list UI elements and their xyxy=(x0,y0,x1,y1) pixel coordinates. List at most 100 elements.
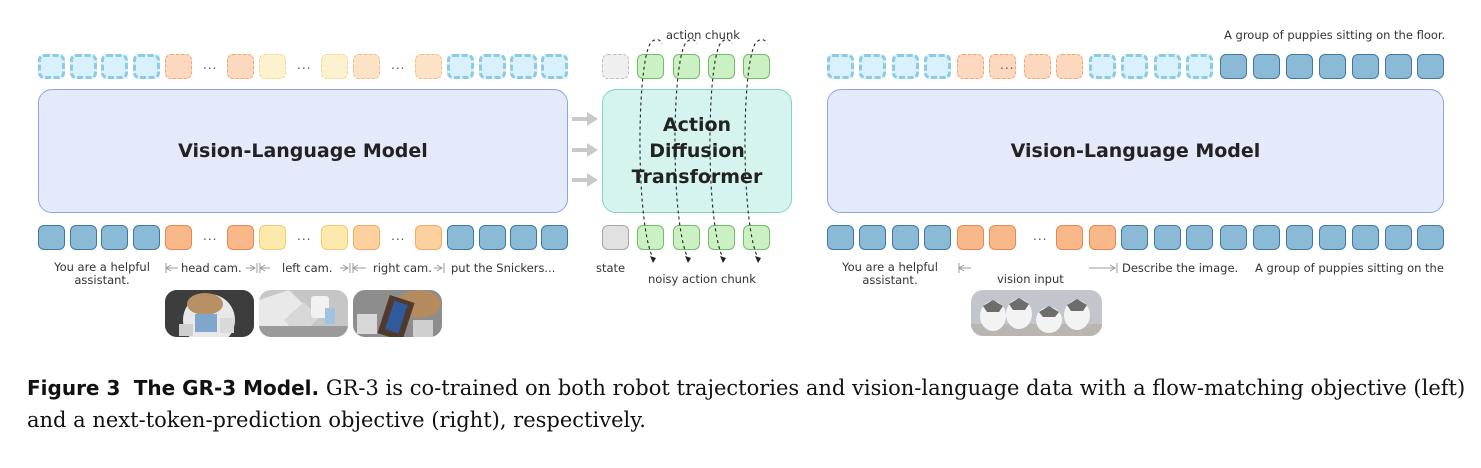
output-token xyxy=(1220,54,1247,79)
dashed-token xyxy=(957,54,984,79)
image-token xyxy=(165,225,192,250)
text-token xyxy=(510,225,537,250)
action-token xyxy=(743,54,770,79)
image-token xyxy=(321,225,348,250)
figure-title: The GR-3 Model. xyxy=(133,376,320,400)
dashed-token xyxy=(1089,54,1116,79)
action-token xyxy=(673,54,700,79)
output-token xyxy=(1385,54,1412,79)
head-camera-image xyxy=(165,290,254,337)
dashed-token xyxy=(101,54,128,79)
state-token xyxy=(602,225,629,250)
noisy-action-token xyxy=(708,225,735,250)
adt-label-line1: Action xyxy=(662,114,732,136)
ellipsis: ... xyxy=(203,58,218,72)
noisy-action-token xyxy=(743,225,770,250)
dashed-token xyxy=(1121,54,1148,79)
flow-loop-arrows xyxy=(639,38,768,263)
image-token xyxy=(415,225,442,250)
image-token xyxy=(989,225,1016,250)
text-token xyxy=(1154,225,1181,250)
text-token xyxy=(1286,225,1313,250)
dashed-token xyxy=(259,54,286,79)
image-token xyxy=(353,225,380,250)
dashed-token xyxy=(479,54,506,79)
ellipsis: ... xyxy=(1033,229,1048,243)
text-token xyxy=(1220,225,1247,250)
text-token xyxy=(70,225,97,250)
figure-caption: Figure 3 The GR-3 Model. GR-3 is co-trai… xyxy=(27,372,1467,436)
puppies-image xyxy=(971,290,1102,336)
ellipsis: ... xyxy=(391,58,406,72)
text-token xyxy=(892,225,919,250)
dashed-token xyxy=(892,54,919,79)
dashed-token xyxy=(924,54,951,79)
output-token xyxy=(1253,54,1280,79)
output-token xyxy=(1352,54,1379,79)
text-token xyxy=(479,225,506,250)
text-token xyxy=(133,225,160,250)
vlm-label: Vision-Language Model xyxy=(178,140,428,162)
output-token xyxy=(1286,54,1313,79)
left-cam-label: left cam. xyxy=(282,261,333,275)
ellipsis: ... xyxy=(297,58,312,72)
dashed-token xyxy=(165,54,192,79)
text-token xyxy=(541,225,568,250)
vision-input-label: vision input xyxy=(997,272,1064,286)
prompt-label: You are a helpful assistant. xyxy=(54,260,150,287)
action-token xyxy=(637,54,664,79)
text-token xyxy=(1319,225,1346,250)
dashed-token xyxy=(415,54,442,79)
text-token xyxy=(1121,225,1148,250)
dashed-token xyxy=(133,54,160,79)
dashed-token xyxy=(447,54,474,79)
text-token xyxy=(101,225,128,250)
dashed-token xyxy=(1186,54,1213,79)
image-token xyxy=(227,225,254,250)
noisy-action-token xyxy=(673,225,700,250)
adt-label-line2: Diffusion xyxy=(649,140,745,162)
action-token xyxy=(708,54,735,79)
vision-language-model-box: Vision-Language Model xyxy=(38,89,568,213)
output-token xyxy=(1417,54,1444,79)
text-token xyxy=(1352,225,1379,250)
dashed-token xyxy=(510,54,537,79)
text-token xyxy=(827,225,854,250)
text-token xyxy=(447,225,474,250)
noisy-action-chunk-label: noisy action chunk xyxy=(648,272,756,286)
noisy-action-token xyxy=(637,225,664,250)
feature-arrows xyxy=(572,112,598,187)
prompt-label: You are a helpful assistant. xyxy=(842,260,938,287)
head-cam-label: head cam. xyxy=(181,261,242,275)
dashed-token xyxy=(38,54,65,79)
vision-language-model-box: Vision-Language Model xyxy=(827,89,1444,213)
adt-label-line3: Transformer xyxy=(631,166,763,188)
dashed-token xyxy=(227,54,254,79)
dashed-token xyxy=(541,54,568,79)
dashed-token xyxy=(321,54,348,79)
dashed-token xyxy=(859,54,886,79)
image-token xyxy=(957,225,984,250)
caption-body: GR-3 is co-trained on both robot traject… xyxy=(27,376,1466,432)
dashed-token xyxy=(1154,54,1181,79)
instruction-label: put the Snickers... xyxy=(451,261,556,275)
dashed-token xyxy=(1056,54,1083,79)
segment-brackets xyxy=(165,263,445,273)
dashed-token xyxy=(353,54,380,79)
ellipsis: ... xyxy=(297,229,312,243)
ellipsis: ... xyxy=(391,229,406,243)
state-label: state xyxy=(596,261,626,275)
vlm-label: Vision-Language Model xyxy=(1010,140,1261,162)
dashed-token xyxy=(70,54,97,79)
figure-label: Figure 3 xyxy=(27,376,121,400)
answer-label: A group of puppies sitting on the xyxy=(1255,261,1444,275)
describe-label: Describe the image. xyxy=(1122,261,1239,275)
output-text-label: A group of puppies sitting on the floor. xyxy=(1224,28,1446,42)
vision-input-brackets xyxy=(958,263,1118,273)
action-chunk-label: action chunk xyxy=(666,28,740,42)
text-token xyxy=(1186,225,1213,250)
output-token xyxy=(1319,54,1346,79)
left-camera-image xyxy=(259,290,348,337)
image-token xyxy=(259,225,286,250)
text-token xyxy=(1417,225,1444,250)
